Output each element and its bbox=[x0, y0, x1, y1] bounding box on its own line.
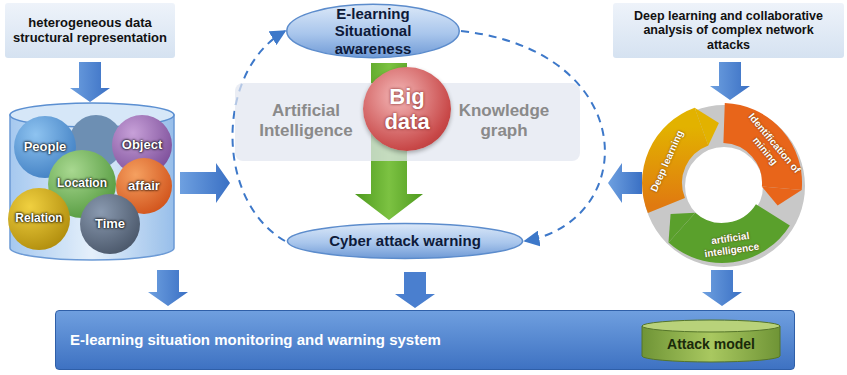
node-label: People bbox=[24, 140, 67, 155]
block-arrow bbox=[395, 272, 435, 308]
node-label: E-learning Situational awareness bbox=[307, 5, 439, 57]
node-label: Attack model bbox=[667, 336, 755, 352]
cycle-label: Identification of mining bbox=[736, 110, 804, 185]
node-label: Location bbox=[57, 177, 107, 191]
node-label: Deep learning bbox=[648, 128, 685, 193]
node-label: affair bbox=[128, 179, 160, 194]
title-box: heterogeneous data structural representa… bbox=[5, 3, 175, 58]
node-label: Knowledge graph bbox=[454, 101, 554, 140]
node-label: artificial intelligence bbox=[691, 227, 771, 261]
core-circle: Big data bbox=[363, 67, 451, 151]
node-label: Object bbox=[122, 138, 162, 153]
awareness-ellipse: E-learning Situational awareness bbox=[285, 2, 461, 60]
block-arrow bbox=[702, 270, 742, 306]
model-cylinder: Attack model bbox=[641, 319, 781, 363]
block-arrow bbox=[180, 163, 230, 203]
cycle-label: Deep learning bbox=[645, 122, 688, 200]
block-arrow bbox=[148, 270, 188, 306]
sphere-node: Time bbox=[80, 194, 140, 254]
node-label: Big data bbox=[377, 84, 437, 135]
node-label: Relation bbox=[15, 212, 62, 226]
warning-ellipse: Cyber attack warning bbox=[285, 222, 525, 260]
block-arrow bbox=[608, 163, 642, 203]
node-label: Deep learning and collaborative analysis… bbox=[621, 9, 836, 52]
node-label: Identification of mining bbox=[736, 110, 804, 185]
node-label: Cyber attack warning bbox=[329, 232, 481, 249]
title-box: Deep learning and collaborative analysis… bbox=[613, 3, 844, 58]
node-label: E-learning situation monitoring and warn… bbox=[70, 331, 441, 348]
block-arrow bbox=[710, 62, 750, 100]
node-label: heterogeneous data structural representa… bbox=[13, 16, 167, 46]
node-label: Time bbox=[95, 217, 125, 232]
node-label: Artificial Intelligence bbox=[251, 101, 361, 140]
cycle-label: artificial intelligence bbox=[691, 227, 771, 261]
system-bar: E-learning situation monitoring and warn… bbox=[55, 310, 795, 370]
concept-band: Artificial Intelligence Knowledge graph Bi… bbox=[235, 83, 580, 161]
cycle-diagram bbox=[662, 108, 802, 246]
sphere-node: Relation bbox=[8, 188, 70, 250]
block-arrow bbox=[70, 62, 110, 102]
